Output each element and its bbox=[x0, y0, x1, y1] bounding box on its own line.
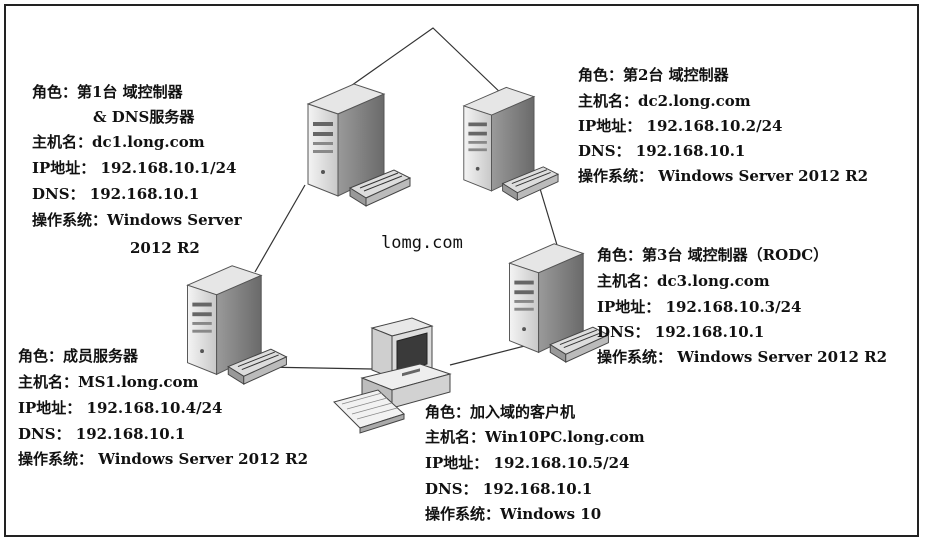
dc2-os: 操作系统： Windows Server 2012 R2 bbox=[578, 167, 869, 185]
dc3-dns: DNS： 192.168.10.1 bbox=[597, 323, 765, 341]
server-dc2-icon bbox=[462, 86, 560, 201]
link-dc1-ms1 bbox=[254, 184, 306, 273]
dc1-os-cont: 2012 R2 bbox=[130, 239, 200, 257]
dc2-role: 角色：第2台 域控制器 bbox=[578, 66, 729, 84]
link-dc1-dc2 bbox=[337, 27, 506, 98]
dc1-ip: IP地址： 192.168.10.1/24 bbox=[32, 159, 237, 177]
client-pc-icon bbox=[333, 317, 452, 434]
dc3-role: 角色：第3台 域控制器（RODC） bbox=[597, 246, 829, 264]
server-dc3-icon bbox=[508, 243, 610, 363]
dc2-dns: DNS： 192.168.10.1 bbox=[578, 142, 746, 160]
dc1-dns: DNS： 192.168.10.1 bbox=[32, 185, 200, 203]
ms1-os: 操作系统： Windows Server 2012 R2 bbox=[18, 450, 309, 468]
client-dns: DNS： 192.168.10.1 bbox=[425, 480, 593, 498]
ms1-hostname: 主机名：MS1.long.com bbox=[18, 373, 199, 391]
dc3-ip: IP地址： 192.168.10.3/24 bbox=[597, 298, 802, 316]
client-os: 操作系统：Windows 10 bbox=[425, 505, 602, 523]
dc2-hostname: 主机名：dc2.long.com bbox=[578, 92, 751, 110]
server-ms1-icon bbox=[186, 265, 288, 385]
diagram-frame bbox=[4, 4, 919, 537]
dc1-role: 角色：第1台 域控制器 bbox=[32, 83, 183, 101]
ms1-ip: IP地址： 192.168.10.4/24 bbox=[18, 399, 223, 417]
domain-name-label: lomg.com bbox=[381, 233, 463, 253]
dc3-hostname: 主机名：dc3.long.com bbox=[597, 272, 770, 290]
dc2-ip: IP地址： 192.168.10.2/24 bbox=[578, 117, 783, 135]
server-dc1-icon bbox=[306, 83, 412, 207]
ms1-dns: DNS： 192.168.10.1 bbox=[18, 425, 186, 443]
dc1-os: 操作系统：Windows Server bbox=[32, 211, 242, 229]
client-ip: IP地址： 192.168.10.5/24 bbox=[425, 454, 630, 472]
client-role: 角色：加入域的客户机 bbox=[425, 403, 576, 421]
dc1-role-cont: & DNS服务器 bbox=[93, 108, 195, 126]
ms1-role: 角色：成员服务器 bbox=[18, 347, 139, 365]
dc1-hostname: 主机名：dc1.long.com bbox=[32, 133, 205, 151]
client-hostname: 主机名：Win10PC.long.com bbox=[425, 428, 645, 446]
dc3-os: 操作系统： Windows Server 2012 R2 bbox=[597, 348, 888, 366]
